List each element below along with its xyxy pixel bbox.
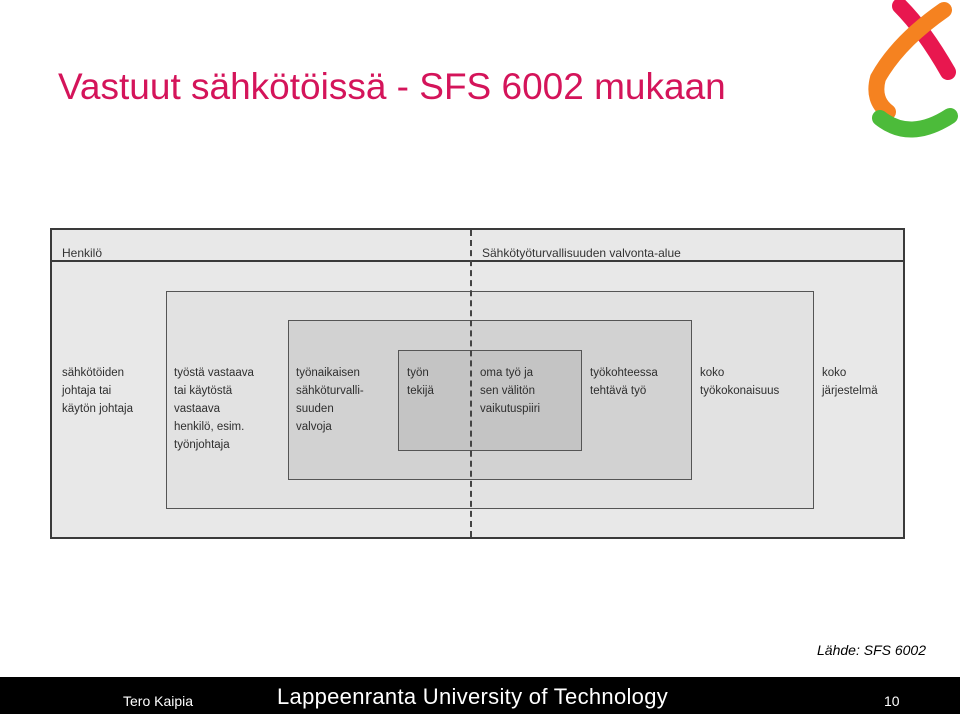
- footer-bar: Tero Kaipia Lappeenranta University of T…: [0, 677, 960, 714]
- col-site-work: työkohteessa tehtävä työ: [590, 367, 658, 397]
- col-worker: työn tekijä: [407, 367, 434, 397]
- header-person-label: Henkilö: [62, 246, 103, 260]
- inner-box: [398, 350, 582, 451]
- source-note: Lähde: SFS 6002: [817, 642, 926, 658]
- page-number: 10: [884, 693, 900, 709]
- col-own-work: oma työ ja sen välitön vaikutuspiiri: [480, 367, 541, 415]
- dashed-divider: [470, 230, 472, 537]
- header-area-label: Sähkötyöturvallisuuden valvonta-alue: [482, 246, 681, 260]
- footer-university: Lappeenranta University of Technology: [277, 684, 669, 709]
- col-electrical-manager: sähkötöiden johtaja tai käytön johtaja: [62, 367, 133, 415]
- col-safety-supervisor: työnaikaisen sähköturvalli- suuden valvo…: [296, 367, 364, 433]
- diagram-header: Henkilö Sähkötyöturvallisuuden valvonta-…: [52, 230, 903, 262]
- responsibility-diagram: Henkilö Sähkötyöturvallisuuden valvonta-…: [50, 228, 905, 539]
- col-work-supervisor: työstä vastaava tai käytöstä vastaava he…: [174, 367, 254, 451]
- slide-title: Vastuut sähkötöissä - SFS 6002 mukaan: [58, 66, 726, 107]
- university-logo-icon: [868, 0, 958, 138]
- col-whole-system: koko järjestelmä: [822, 367, 878, 397]
- footer-author: Tero Kaipia: [123, 693, 194, 709]
- col-whole-work: koko työkokonaisuus: [700, 367, 780, 397]
